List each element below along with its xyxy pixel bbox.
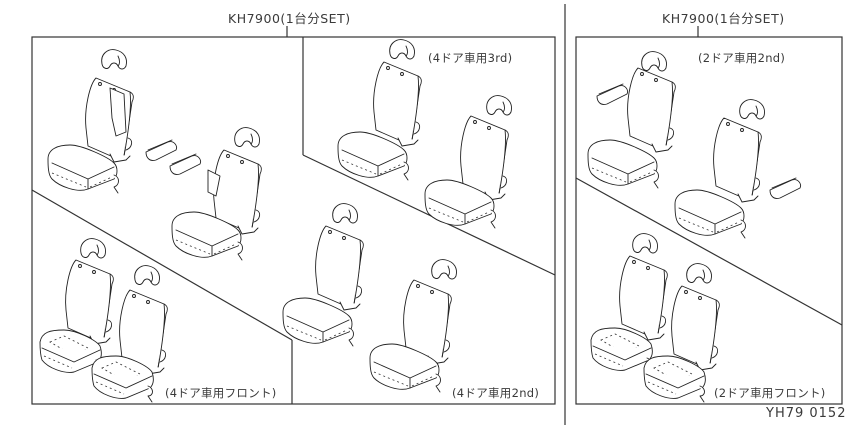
headrest	[641, 51, 667, 72]
headrest	[332, 203, 358, 224]
headrest	[431, 259, 457, 280]
armrest-cover	[169, 153, 201, 175]
armrest-cover	[769, 177, 801, 199]
right-frame	[575, 36, 843, 405]
section-label-4door-3rd: (4ドア車用3rd)	[428, 51, 513, 65]
section-divider	[302, 154, 556, 276]
cushion-cover	[590, 327, 653, 375]
figure-code: YH79 0152	[766, 406, 847, 421]
section-label-2door-front: (2ドア車用フロント)	[714, 386, 826, 400]
cushion-cover	[587, 139, 659, 189]
right-set-title: KH7900(1台分SET)	[662, 11, 785, 26]
headrest	[80, 238, 106, 259]
headrest	[134, 265, 160, 286]
left-frame	[31, 36, 556, 405]
armrest-cover	[145, 139, 177, 161]
headrest	[389, 39, 415, 60]
section-label-2door-2nd: (2ドア車用2nd)	[698, 51, 786, 65]
headrest	[686, 263, 712, 284]
seatback-cover	[373, 61, 422, 147]
section-label-4door-front: (4ドア車用フロント)	[165, 386, 277, 400]
seatback-cover	[619, 255, 668, 341]
headrest	[739, 99, 765, 120]
section-divider	[31, 189, 293, 341]
section-divider	[575, 177, 843, 326]
seatback-cover	[315, 225, 364, 311]
left-set-title: KH7900(1台分SET)	[228, 11, 351, 26]
headrest	[486, 95, 512, 116]
seat-3rd-left-back	[85, 49, 134, 163]
headrest	[632, 233, 658, 254]
section-label-4door-2nd: (4ドア車用2nd)	[452, 386, 540, 400]
armrest-cover	[596, 83, 628, 105]
cushion-cover	[674, 189, 746, 239]
seat-3rd-right-back	[207, 127, 262, 235]
seatback-cover	[627, 67, 676, 153]
seatback-cover	[713, 117, 762, 203]
